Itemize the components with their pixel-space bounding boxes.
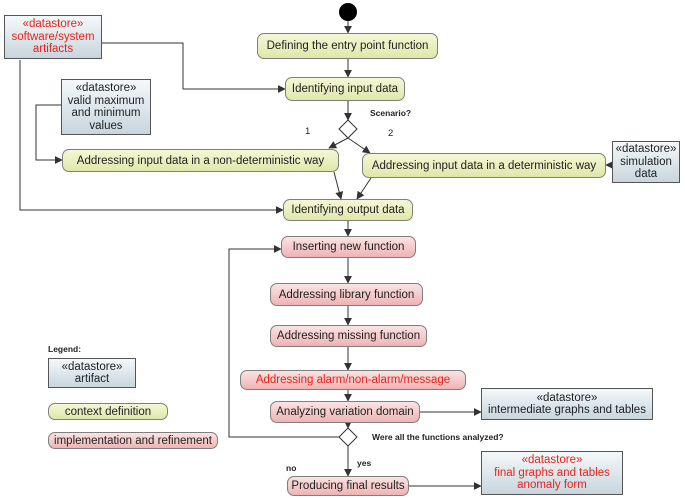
legend-artifact-label: artifact	[74, 373, 110, 385]
datastore-simulation-data: «datastore» simulation data	[612, 141, 680, 183]
arrow-valid-nondet	[35, 104, 63, 164]
datastore-line: final graphs and tables	[494, 466, 610, 479]
legend-artifact-stereotype: «datastore»	[61, 360, 123, 373]
legend-implementation: implementation and refinement	[48, 432, 218, 449]
datastore-line: intermediate graphs and tables	[488, 404, 646, 416]
arrow-software-input	[102, 42, 286, 93]
activity-missing-function: Addressing missing function	[270, 325, 427, 347]
datastore-stereotype: «datastore»	[536, 391, 598, 404]
activity-final-results: Producing final results	[287, 476, 409, 496]
no-guard-label: no	[286, 463, 297, 473]
all-analyzed-guard-label: Were all the functions analyzed?	[372, 432, 504, 442]
activity-identifying-input: Identifying input data	[285, 77, 405, 101]
activity-deterministic: Addressing input data in a deterministic…	[362, 153, 606, 178]
yes-guard-label: yes	[357, 458, 372, 468]
activity-variation-domain: Analyzing variation domain	[270, 401, 420, 423]
arrow-software-output	[19, 60, 284, 214]
datastore-intermediate: «datastore» intermediate graphs and tabl…	[481, 388, 653, 420]
arrow-det-output	[356, 177, 372, 200]
arrow-decision-det	[347, 137, 371, 154]
datastore-line: valid maximum	[67, 94, 145, 107]
activity-entry-point: Defining the entry point function	[257, 33, 438, 59]
legend-title: Legend:	[48, 344, 82, 354]
datastore-final-graphs: «datastore» final graphs and tables anom…	[481, 451, 623, 495]
activity-alarm-message: Addressing alarm/non-alarm/message	[240, 370, 466, 390]
activity-identifying-output: Identifying output data	[283, 199, 413, 221]
activity-non-deterministic: Addressing input data in a non-determini…	[62, 149, 339, 172]
datastore-line: values	[89, 119, 123, 132]
datastore-line: simulation	[620, 155, 672, 168]
datastore-line: software/system	[11, 30, 95, 43]
arrow-loop-back	[228, 245, 339, 438]
datastore-stereotype: «datastore»	[615, 143, 677, 156]
initial-node	[339, 3, 357, 21]
datastore-stereotype: «datastore»	[521, 454, 583, 467]
legend-artifact: «datastore» artifact	[48, 358, 136, 388]
branch-1-label: 1	[305, 126, 311, 137]
scenario-decision-diamond	[338, 119, 358, 139]
datastore-stereotype: «datastore»	[75, 82, 137, 94]
datastore-line: artifacts	[32, 43, 74, 56]
branch-2-label: 2	[388, 128, 394, 139]
datastore-line: data	[634, 168, 658, 181]
scenario-guard-label: Scenario?	[370, 108, 412, 118]
legend-context-definition: context definition	[48, 403, 168, 420]
arrow-decision-nondet	[328, 137, 349, 149]
datastore-line: anomaly form	[517, 479, 587, 492]
datastore-valid-values: «datastore» valid maximum and minimum va…	[61, 79, 151, 135]
activity-inserting-function: Inserting new function	[281, 236, 416, 258]
arrow-nondet-output	[333, 171, 344, 200]
datastore-line: and minimum	[71, 107, 141, 119]
datastore-stereotype: «datastore»	[22, 18, 84, 31]
activity-library-function: Addressing library function	[270, 283, 423, 306]
analyzed-decision-diamond	[338, 427, 358, 447]
datastore-software-artifacts: «datastore» software/system artifacts	[4, 15, 102, 59]
